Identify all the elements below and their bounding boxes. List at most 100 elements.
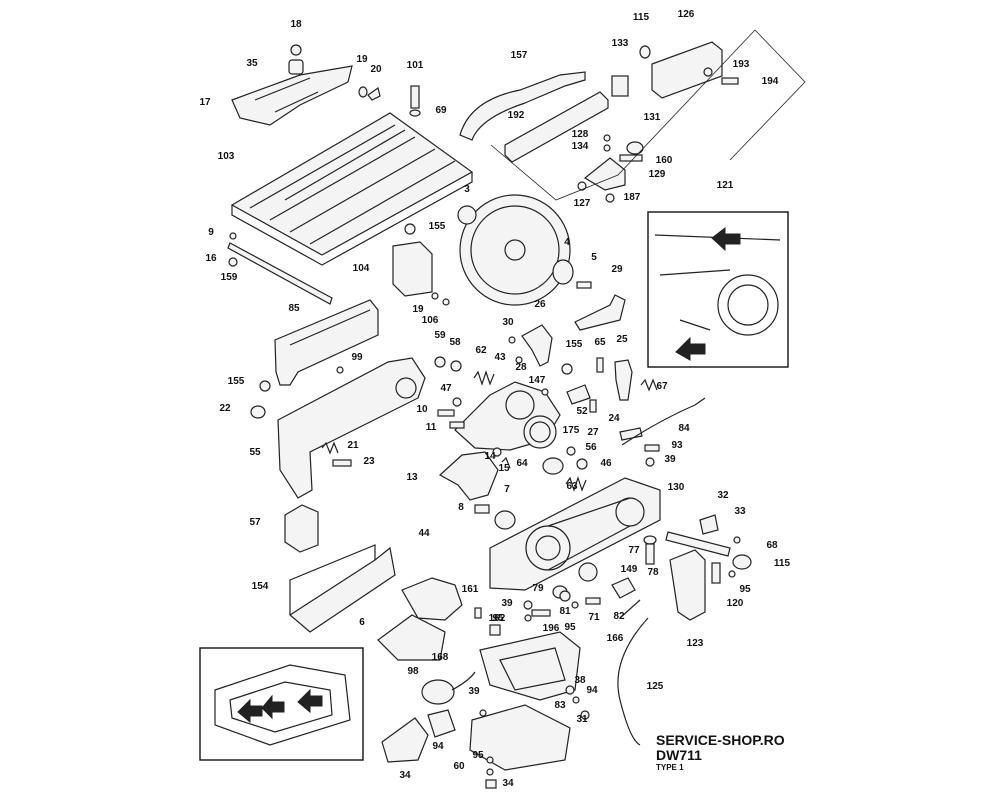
callout-46: 46 bbox=[600, 458, 612, 469]
washer-94-b bbox=[486, 756, 494, 764]
callout-60: 34 bbox=[502, 778, 514, 789]
callout-121: 121 bbox=[717, 180, 734, 191]
brand-name: SERVICE-SHOP.RO bbox=[656, 732, 785, 748]
callout-83: 83 bbox=[554, 700, 566, 711]
washer-69 bbox=[409, 109, 421, 117]
spring-15 bbox=[501, 456, 511, 469]
callout-23: 23 bbox=[363, 456, 375, 467]
knob-131 bbox=[626, 141, 644, 155]
callout-130: 130 bbox=[668, 482, 685, 493]
callout-30: 30 bbox=[502, 317, 514, 328]
callout-126: 126 bbox=[678, 9, 695, 20]
washer-19-b bbox=[431, 292, 439, 300]
flange-4 bbox=[552, 259, 574, 285]
callout-104: 104 bbox=[353, 263, 370, 274]
callout-154: 154 bbox=[252, 581, 269, 592]
callout-17: 17 bbox=[199, 97, 211, 108]
callout-28: 28 bbox=[515, 362, 527, 373]
callout-56: 56 bbox=[585, 442, 597, 453]
callout-52: 52 bbox=[576, 406, 588, 417]
callout-149: 149 bbox=[621, 564, 638, 575]
callout-63: 63 bbox=[566, 481, 578, 492]
callout-134: 134 bbox=[572, 141, 589, 152]
nut-95-d bbox=[486, 768, 494, 776]
callout-22: 22 bbox=[219, 403, 231, 414]
callout-155: 155 bbox=[429, 221, 446, 232]
callout-115: 115 bbox=[633, 12, 650, 23]
screw-166 bbox=[619, 599, 641, 619]
nut-155-c bbox=[561, 363, 573, 375]
callout-19: 19 bbox=[356, 54, 368, 65]
callout-127: 127 bbox=[574, 198, 591, 209]
callout-33: 33 bbox=[734, 506, 746, 517]
callout-8: 8 bbox=[458, 502, 464, 513]
nut-155-a bbox=[404, 223, 416, 235]
tube-192 bbox=[504, 91, 609, 163]
callout-59: 59 bbox=[434, 330, 446, 341]
callout-155: 155 bbox=[228, 376, 245, 387]
callout-24: 24 bbox=[608, 413, 620, 424]
washer-39-a bbox=[645, 457, 655, 467]
callout-3: 3 bbox=[464, 184, 470, 195]
callout-10: 10 bbox=[416, 404, 428, 415]
wrench-29 bbox=[574, 294, 626, 331]
callout-157: 157 bbox=[511, 50, 528, 61]
callout-161: 161 bbox=[462, 584, 479, 595]
screw-99 bbox=[336, 366, 344, 374]
clip-32 bbox=[699, 514, 719, 535]
callout-25: 25 bbox=[616, 334, 628, 345]
nut-95-b bbox=[524, 614, 532, 622]
screw-65 bbox=[596, 357, 604, 373]
callout-7: 7 bbox=[504, 484, 510, 495]
callout-65: 65 bbox=[594, 337, 606, 348]
screw-28 bbox=[515, 356, 523, 364]
callout-99: 99 bbox=[351, 352, 363, 363]
saw-blade bbox=[457, 194, 571, 306]
bracket-129 bbox=[583, 157, 626, 191]
tray-154 bbox=[288, 546, 396, 633]
callout-95: 60 bbox=[453, 761, 465, 772]
callout-27: 27 bbox=[587, 427, 599, 438]
screw-147 bbox=[541, 388, 549, 396]
arrow-icon-b bbox=[675, 336, 706, 361]
callout-155: 155 bbox=[566, 339, 583, 350]
cover-6 bbox=[377, 614, 446, 661]
callout-125: 125 bbox=[647, 681, 664, 692]
callout-34: 34 bbox=[399, 770, 411, 781]
bracket-57 bbox=[284, 504, 319, 553]
callout-55: 55 bbox=[249, 447, 261, 458]
screw-27 bbox=[589, 399, 597, 413]
callout-175: 175 bbox=[563, 425, 580, 436]
callout-15: 15 bbox=[498, 463, 510, 474]
nut-56 bbox=[566, 446, 576, 456]
bolt-101 bbox=[410, 85, 420, 109]
knob-22 bbox=[250, 405, 266, 419]
callout-44: 44 bbox=[418, 528, 430, 539]
nut-162 bbox=[489, 624, 501, 636]
knob-77 bbox=[643, 535, 657, 545]
bolt-160 bbox=[619, 154, 643, 162]
washer-39-b bbox=[523, 600, 533, 610]
screw-30 bbox=[508, 336, 516, 344]
screw-8 bbox=[474, 504, 490, 514]
callout-106: 106 bbox=[422, 315, 439, 326]
callout-13: 13 bbox=[406, 472, 418, 483]
callout-16: 16 bbox=[205, 253, 217, 264]
screw-71 bbox=[585, 597, 601, 605]
knob-115 bbox=[639, 45, 651, 59]
callout-129: 129 bbox=[649, 169, 666, 180]
screw-23 bbox=[332, 459, 352, 467]
washer-81 bbox=[559, 590, 571, 602]
spring-21 bbox=[321, 441, 339, 455]
callout-71: 71 bbox=[588, 612, 600, 623]
nut-187 bbox=[605, 193, 615, 203]
screw-194 bbox=[721, 77, 739, 85]
knob-82 bbox=[611, 577, 636, 599]
callout-120: 120 bbox=[727, 598, 744, 609]
callout-31: 94 bbox=[432, 741, 444, 752]
callout-84: 84 bbox=[678, 423, 690, 434]
wire-168 bbox=[451, 671, 476, 691]
callout-95: 95 bbox=[739, 584, 751, 595]
assembly-bracket-121-b bbox=[729, 29, 806, 161]
plate-13 bbox=[438, 451, 499, 501]
